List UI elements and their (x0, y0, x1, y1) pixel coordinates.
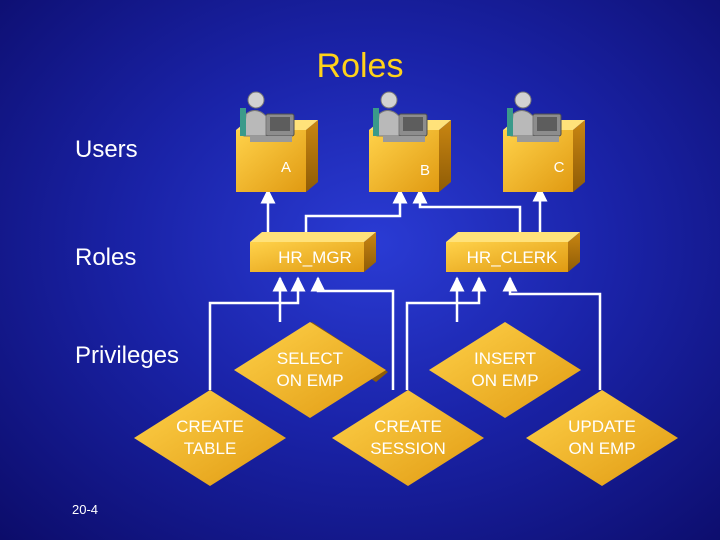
user-a-person-icon (240, 91, 295, 142)
role-hr-clerk-label: HR_CLERK (467, 248, 558, 267)
privilege-create-table: CREATE TABLE (134, 390, 286, 486)
privilege-create-session: CREATE SESSION (332, 390, 484, 486)
privilege-createsession-diamond (332, 390, 484, 486)
user-b-person-icon (373, 91, 428, 142)
privilege-createsession-line2: SESSION (370, 439, 446, 458)
row-label-roles: Roles (75, 244, 137, 271)
connector-createtable-to-mgr (208, 276, 306, 390)
privilege-select-on-emp: SELECT ON EMP (234, 322, 388, 418)
privilege-update-on-emp: UPDATE ON EMP (526, 390, 678, 486)
user-a: A (236, 91, 318, 192)
connectors (208, 186, 602, 390)
connector-createsession-to-clerk (405, 276, 487, 390)
privilege-insert-on-emp: INSERT ON EMP (429, 322, 581, 418)
privilege-createtable-line2: TABLE (184, 439, 237, 458)
row-label-users: Users (75, 136, 138, 163)
slide-title: Roles (316, 47, 404, 85)
privilege-update-line2: ON EMP (568, 439, 635, 458)
user-c-person-icon (507, 91, 562, 142)
user-c: C (503, 91, 585, 192)
privilege-update-diamond (526, 390, 678, 486)
privilege-select-line1: SELECT (277, 349, 343, 368)
user-a-box-side (306, 120, 318, 192)
privilege-insert-line2: ON EMP (471, 371, 538, 390)
slide-number: 20-4 (72, 502, 99, 517)
user-b-label: B (420, 162, 430, 179)
row-label-privileges: Privileges (75, 342, 180, 369)
user-c-box-side (573, 120, 585, 192)
role-hr-mgr: HR_MGR (250, 232, 376, 272)
connector-update-to-clerk (502, 276, 602, 390)
connector-clerk-to-b (412, 188, 522, 237)
privilege-createtable-diamond (134, 390, 286, 486)
user-a-label: A (281, 159, 291, 176)
user-b-box-side (439, 120, 451, 192)
user-c-label: C (554, 159, 565, 176)
user-b: B (369, 91, 451, 192)
privilege-update-line1: UPDATE (568, 417, 636, 436)
role-hr-clerk-box (446, 242, 568, 272)
role-hr-mgr-label: HR_MGR (278, 248, 352, 267)
privilege-select-diamond (234, 322, 386, 418)
privilege-select-line2: ON EMP (276, 371, 343, 390)
privilege-insert-line1: INSERT (474, 349, 536, 368)
privilege-createsession-line1: CREATE (374, 417, 442, 436)
privilege-createtable-line1: CREATE (176, 417, 244, 436)
role-hr-mgr-box (250, 242, 364, 272)
connector-mgr-to-b (304, 188, 408, 237)
role-hr-clerk: HR_CLERK (446, 232, 580, 272)
connector-createsession-to-mgr (310, 276, 395, 390)
privilege-insert-diamond (429, 322, 581, 418)
